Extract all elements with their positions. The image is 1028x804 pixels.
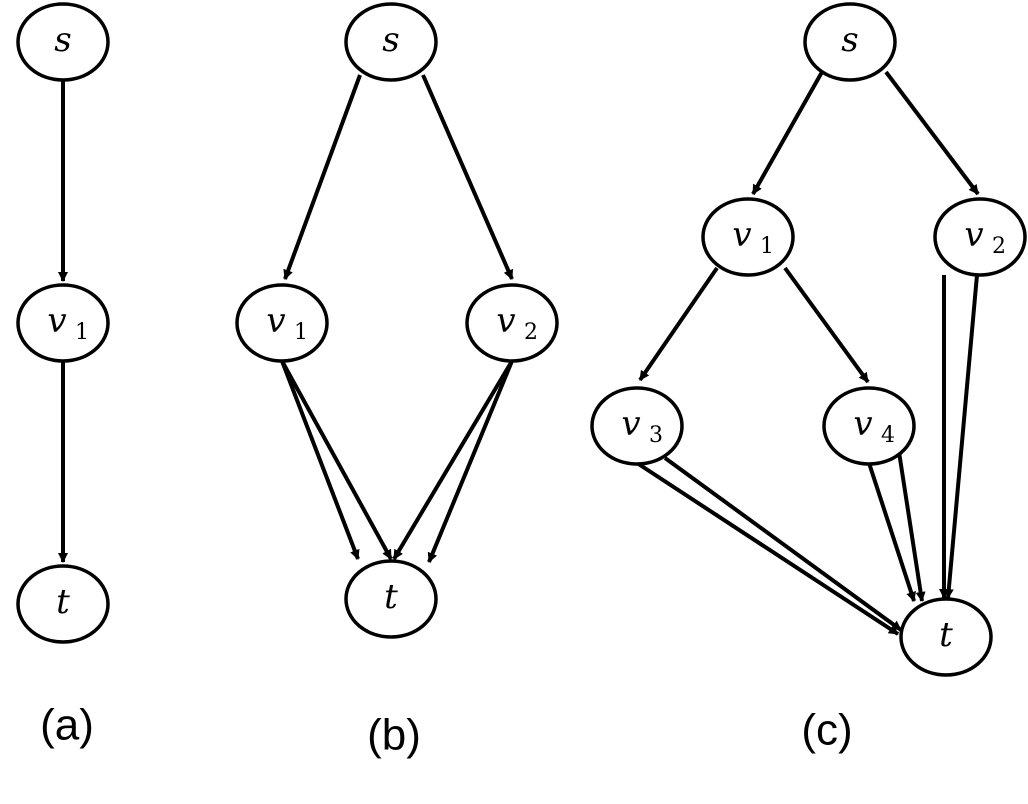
node-ellipse [465,283,559,363]
node-b-s: s [344,2,438,82]
captions-layer: (a) (b) (c) [40,701,853,760]
node-ellipse [16,2,110,82]
edge-c-v2-t-9 [943,274,979,599]
node-subscript: 4 [881,423,895,448]
node-ellipse [701,197,795,277]
node-label: v [47,301,66,341]
node-ellipse [590,386,684,466]
node-label: t [384,577,398,617]
edge-b-v1-t-3 [280,360,393,560]
edges-layer [58,70,980,636]
node-ellipse [344,559,438,639]
panel-caption-b: (b) [367,711,421,760]
edge-b-s-v1-0 [283,74,362,280]
node-subscript: 3 [649,423,663,448]
node-ellipse [803,2,897,82]
edge-c-s-v1-0 [751,71,824,195]
node-ellipse [16,564,110,644]
node-c-t: t [899,597,993,677]
edge-c-v4-t-6 [867,462,916,602]
node-label: v [732,215,751,255]
edge-c-v1-v4-3 [783,266,870,384]
node-ellipse [899,597,993,677]
edge-b-v2-t-4 [392,359,514,561]
node-a-s: s [16,2,110,82]
node-c-s: s [803,2,897,82]
panel-caption-c: (c) [801,706,852,755]
edge-b-s-v2-1 [421,74,514,280]
node-subscript: 2 [524,320,538,345]
node-label: t [939,615,953,655]
node-subscript: 1 [294,320,308,345]
node-label: s [382,20,399,60]
node-ellipse [933,197,1027,277]
edge-c-v4-t-7 [897,451,926,602]
node-ellipse [822,386,916,466]
node-label: v [853,404,872,444]
node-ellipse [344,2,438,82]
node-a-t: t [16,564,110,644]
panel-caption-a: (a) [40,701,94,750]
node-label: v [266,301,285,341]
edge-c-v3-t-4 [635,461,900,636]
node-label: t [56,582,70,622]
node-label: v [496,301,515,341]
node-label: s [841,20,858,60]
edge-c-v3-t-5 [663,456,903,632]
node-subscript: 2 [992,234,1006,259]
node-label: s [54,20,71,60]
node-ellipse [16,283,110,363]
node-label: v [621,404,640,444]
edge-b-v2-t-5 [427,360,514,563]
edge-c-v1-v3-2 [638,266,719,382]
node-subscript: 1 [760,234,774,259]
node-b-t: t [344,559,438,639]
edge-b-v1-t-2 [280,360,360,560]
node-ellipse [235,283,329,363]
edge-c-s-v2-1 [884,70,980,196]
node-label: v [964,215,983,255]
node-subscript: 1 [75,320,89,345]
